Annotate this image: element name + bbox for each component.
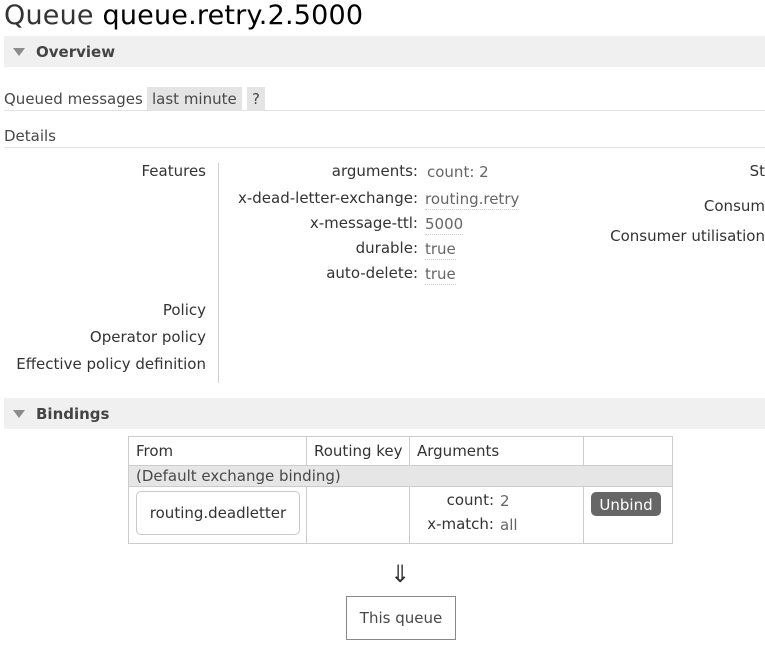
- consumer-utilisation-label: Consumer utilisation: [610, 227, 765, 245]
- feature-value: true: [425, 240, 456, 260]
- default-binding-label: (Default exchange binding): [136, 467, 341, 485]
- overview-section-header[interactable]: Overview: [4, 36, 765, 67]
- argument-value: 2: [500, 492, 510, 510]
- argument-value: all: [500, 516, 518, 534]
- source-exchange-name: routing.deadletter: [149, 504, 287, 522]
- feature-value: 5000: [425, 215, 464, 235]
- features-label: Features: [141, 162, 207, 180]
- feature-value: count: 2: [427, 163, 489, 181]
- queue-name: queue.retry.2.5000: [102, 0, 364, 31]
- triangle-down-icon: [13, 410, 25, 418]
- column-header-arguments: Arguments: [417, 442, 500, 460]
- queued-messages-label: Queued messages: [4, 90, 143, 108]
- effective-policy-label: Effective policy definition: [16, 355, 206, 373]
- argument-key: x-match:: [427, 515, 494, 533]
- column-header-routing-key: Routing key: [314, 442, 403, 460]
- argument-key: count:: [446, 491, 494, 509]
- divider: [4, 110, 765, 111]
- column-divider: [583, 437, 584, 465]
- default-binding-row: (Default exchange binding): [129, 465, 672, 487]
- details-label: Details: [4, 127, 57, 145]
- column-divider: [306, 437, 307, 465]
- bindings-label: Bindings: [36, 405, 110, 423]
- time-range-selector[interactable]: last minute: [147, 87, 242, 111]
- feature-value: routing.retry: [425, 190, 520, 210]
- consumers-label: Consum: [703, 197, 765, 215]
- feature-key: auto-delete:: [326, 264, 418, 282]
- column-divider: [306, 487, 307, 543]
- feature-key: arguments:: [331, 162, 418, 180]
- details-separator: [218, 163, 219, 383]
- overview-label: Overview: [36, 43, 116, 61]
- down-arrow-icon: ⇓: [390, 560, 411, 588]
- this-queue-box: This queue: [346, 596, 456, 640]
- this-queue-label: This queue: [359, 609, 443, 627]
- unbind-button[interactable]: Unbind: [591, 492, 661, 516]
- operator-policy-label: Operator policy: [89, 328, 206, 346]
- column-divider: [409, 487, 410, 543]
- column-divider: [583, 487, 584, 543]
- column-divider: [409, 437, 410, 465]
- triangle-down-icon: [13, 48, 25, 56]
- title-prefix: Queue: [4, 0, 94, 31]
- bindings-table: From Routing key Arguments (Default exch…: [128, 436, 673, 544]
- column-header-actions: [584, 437, 672, 465]
- feature-value: true: [425, 265, 456, 285]
- page-title: Queue queue.retry.2.5000: [4, 0, 363, 31]
- feature-key: x-message-ttl:: [309, 214, 418, 232]
- bindings-section-header[interactable]: Bindings: [4, 398, 765, 429]
- state-label: St: [749, 162, 765, 180]
- divider: [4, 147, 765, 148]
- policy-label: Policy: [162, 301, 206, 319]
- column-header-from: From: [136, 442, 174, 460]
- source-exchange-link[interactable]: routing.deadletter: [136, 491, 300, 535]
- feature-key: x-dead-letter-exchange:: [237, 189, 418, 207]
- feature-key: durable:: [355, 239, 418, 257]
- help-button[interactable]: ?: [247, 87, 265, 111]
